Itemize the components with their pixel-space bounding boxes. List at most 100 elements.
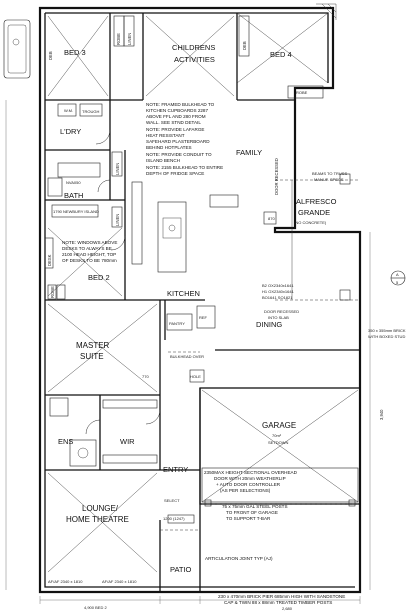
label-beams2: MANUF. SPECS xyxy=(314,177,344,182)
label-trough: TROUGH xyxy=(82,109,99,114)
svg-text:DEPTH OF FRIDGE SPACE: DEPTH OF FRIDGE SPACE xyxy=(146,171,204,176)
garage-door-note: 2350MAX HEIGHT SECTIONAL OVERHEAD DOOR W… xyxy=(204,470,298,493)
window-afaf-1: AF/AF 2340 x 1810 xyxy=(48,579,83,584)
dimension-lines xyxy=(5,100,371,604)
svg-text:NOTE: WINDOWS ABOVE: NOTE: WINDOWS ABOVE xyxy=(62,240,117,245)
svg-text:2100 HEAD HEIGHT, TOP: 2100 HEAD HEIGHT, TOP xyxy=(62,252,116,257)
svg-text:NOTE: 2155 BULKHEAD TO ENTIRE: NOTE: 2155 BULKHEAD TO ENTIRE xyxy=(146,165,223,170)
label-robe-bed2: ROBE xyxy=(50,286,55,298)
room-ref: REF xyxy=(199,315,208,320)
label-brick: 350 x 355mm BRICK xyxy=(368,328,406,333)
label-linen-top: LINEN xyxy=(127,33,132,45)
room-patio: PATIO xyxy=(170,565,192,574)
family-alfresco xyxy=(263,173,360,301)
lounge-patio xyxy=(47,472,200,592)
room-dining: DINING xyxy=(256,320,282,329)
svg-text:DOOR WITH 20mm WEATHERLIP: DOOR WITH 20mm WEATHERLIP xyxy=(214,476,286,481)
svg-text:WALL. SEE STND DETAIL: WALL. SEE STND DETAIL xyxy=(146,120,201,125)
svg-text:SAFEHARD PLASTERBOARD: SAFEHARD PLASTERBOARD xyxy=(146,139,210,144)
bedroom-band xyxy=(45,12,329,101)
label-robe-bed4: ROBE xyxy=(296,90,308,95)
kitchen-area xyxy=(131,181,239,340)
svg-text:NOTE: PROVIDE CONDUIT TO: NOTE: PROVIDE CONDUIT TO xyxy=(146,152,212,157)
label-door-recessed: DOOR RECESSED xyxy=(274,158,279,195)
room-family: FAMILY xyxy=(236,148,262,157)
label-nva050: NVA050 xyxy=(66,180,81,185)
label-robe-bed3: ROBE xyxy=(116,33,121,45)
room-no-concrete: (NO CONCRETE) xyxy=(294,220,327,225)
room-garage-area: 70m² xyxy=(272,433,282,438)
room-kitchen: KITCHEN xyxy=(167,289,200,298)
room-ldry: L'DRY xyxy=(60,127,81,136)
label-wm: W.M. xyxy=(64,108,73,113)
room-wir: WIR xyxy=(120,437,135,446)
master-suite xyxy=(45,300,161,471)
room-grande: GRANDE xyxy=(298,208,330,217)
room-pantry: PANTRY xyxy=(169,321,185,326)
svg-text:TO FRONT OF GARAGE: TO FRONT OF GARAGE xyxy=(226,510,278,515)
left-outbuilding xyxy=(3,19,31,79)
label-beams: BEAMS TO TRUSS xyxy=(312,171,347,176)
room-lounge: LOUNGE/ xyxy=(82,504,119,513)
articulation-note: ARTICULATION JOINT TYP (AJ) xyxy=(205,556,273,561)
svg-text:ABOVE FFL AND 280 FROM: ABOVE FFL AND 280 FROM xyxy=(146,114,206,119)
label-870: 870 xyxy=(268,216,275,221)
room-bed4: BED 4 xyxy=(270,50,292,59)
garage xyxy=(199,387,361,507)
window-afaf-2: AF/AF 2340 x 1810 xyxy=(102,579,137,584)
room-entry: ENTRY xyxy=(163,465,188,474)
section-marker xyxy=(390,270,406,286)
win-1: B2 OX2340x1641 xyxy=(262,283,294,288)
room-master: MASTER xyxy=(76,341,110,350)
label-linen-bed2: LINEN xyxy=(115,214,120,226)
desk-note: NOTE: WINDOWS ABOVE DESKS TO ALWAYS BE 2… xyxy=(62,240,117,263)
label-hole: HOLE xyxy=(190,374,201,379)
label-into-slab: INTO SLAB xyxy=(268,315,289,320)
label-island: 1790 NEWBURY ISLAND xyxy=(53,209,99,214)
room-bed2: BED 2 xyxy=(88,273,110,282)
svg-text:(AS PER SELECTIONS): (AS PER SELECTIONS) xyxy=(220,488,271,493)
brick-pier-note: 230 x 470mm BRICK PIER 685mm HIGH WITH S… xyxy=(218,594,345,599)
label-linen-bath: LINEN xyxy=(115,163,120,175)
win-2: H1 OX2340x1641 xyxy=(262,289,295,294)
label-770: 770 xyxy=(142,374,149,379)
dim-2680: 2,680 xyxy=(282,606,293,611)
label-bulkhead: BULKHEAD OVER xyxy=(170,354,204,359)
room-garage: GARAGE xyxy=(262,421,296,430)
svg-text:NOTE: FRAMED BULKHEAD TO: NOTE: FRAMED BULKHEAD TO xyxy=(146,102,215,107)
svg-text:DESKS TO ALWAYS BE: DESKS TO ALWAYS BE xyxy=(62,246,112,251)
label-deb-bed3: DEB xyxy=(48,51,53,60)
dim-3940: 3,940 xyxy=(379,409,384,420)
steel-posts-note: 75 x 75mm GAL STEEL POSTS TO FRONT OF GA… xyxy=(222,504,288,521)
svg-text:2350MAX HEIGHT SECTIONAL OVERH: 2350MAX HEIGHT SECTIONAL OVERHEAD xyxy=(204,470,298,475)
svg-text:TO SUPPORT T-BAR: TO SUPPORT T-BAR xyxy=(226,516,271,521)
svg-text:+ AUTO DOOR CONTROLLER: + AUTO DOOR CONTROLLER xyxy=(216,482,281,487)
svg-text:NOTE: PROVIDE LAFARGE: NOTE: PROVIDE LAFARGE xyxy=(146,127,204,132)
room-setdown: SETDOWN xyxy=(268,440,289,445)
svg-text:75 x 75mm GAL STEEL POSTS: 75 x 75mm GAL STEEL POSTS xyxy=(222,504,288,509)
room-suite: SUITE xyxy=(80,352,104,361)
brick-pier-note-2: CAP & TWIN 88 x 88mm TREATED TIMBER POST… xyxy=(224,600,332,605)
label-door-recessed-2: DOOR RECESSED xyxy=(264,309,299,314)
room-home-theatre: HOME THEATRE xyxy=(66,515,129,524)
label-deb-bed4: DEB xyxy=(242,41,247,50)
dim-1200: 1200 (1247) xyxy=(163,516,185,521)
room-alfresco: ALFRESCO xyxy=(296,197,337,206)
room-ens: ENS xyxy=(58,437,73,446)
label-brick2: WITH BOXED STUD xyxy=(368,334,405,339)
room-childrens: CHILDRENS xyxy=(172,43,215,52)
corner-hatch xyxy=(316,3,337,20)
label-desk: DESK xyxy=(47,254,52,266)
dim-4900: 4,900 BED 2 xyxy=(84,605,107,610)
label-select: SELECT xyxy=(164,498,180,503)
svg-text:HEAT RESISTANT: HEAT RESISTANT xyxy=(146,133,185,138)
svg-text:ISLAND BENCH: ISLAND BENCH xyxy=(146,158,180,163)
room-bath: BATH xyxy=(64,191,83,200)
section-a: A xyxy=(396,272,399,277)
section-5: 5 xyxy=(396,280,399,285)
service-rooms xyxy=(44,100,160,301)
svg-text:BEHIND HOTPLATES: BEHIND HOTPLATES xyxy=(146,145,192,150)
room-bed3: BED 3 xyxy=(64,48,86,57)
svg-text:KITCHEN CUPBOARDS 2287: KITCHEN CUPBOARDS 2287 xyxy=(146,108,208,113)
